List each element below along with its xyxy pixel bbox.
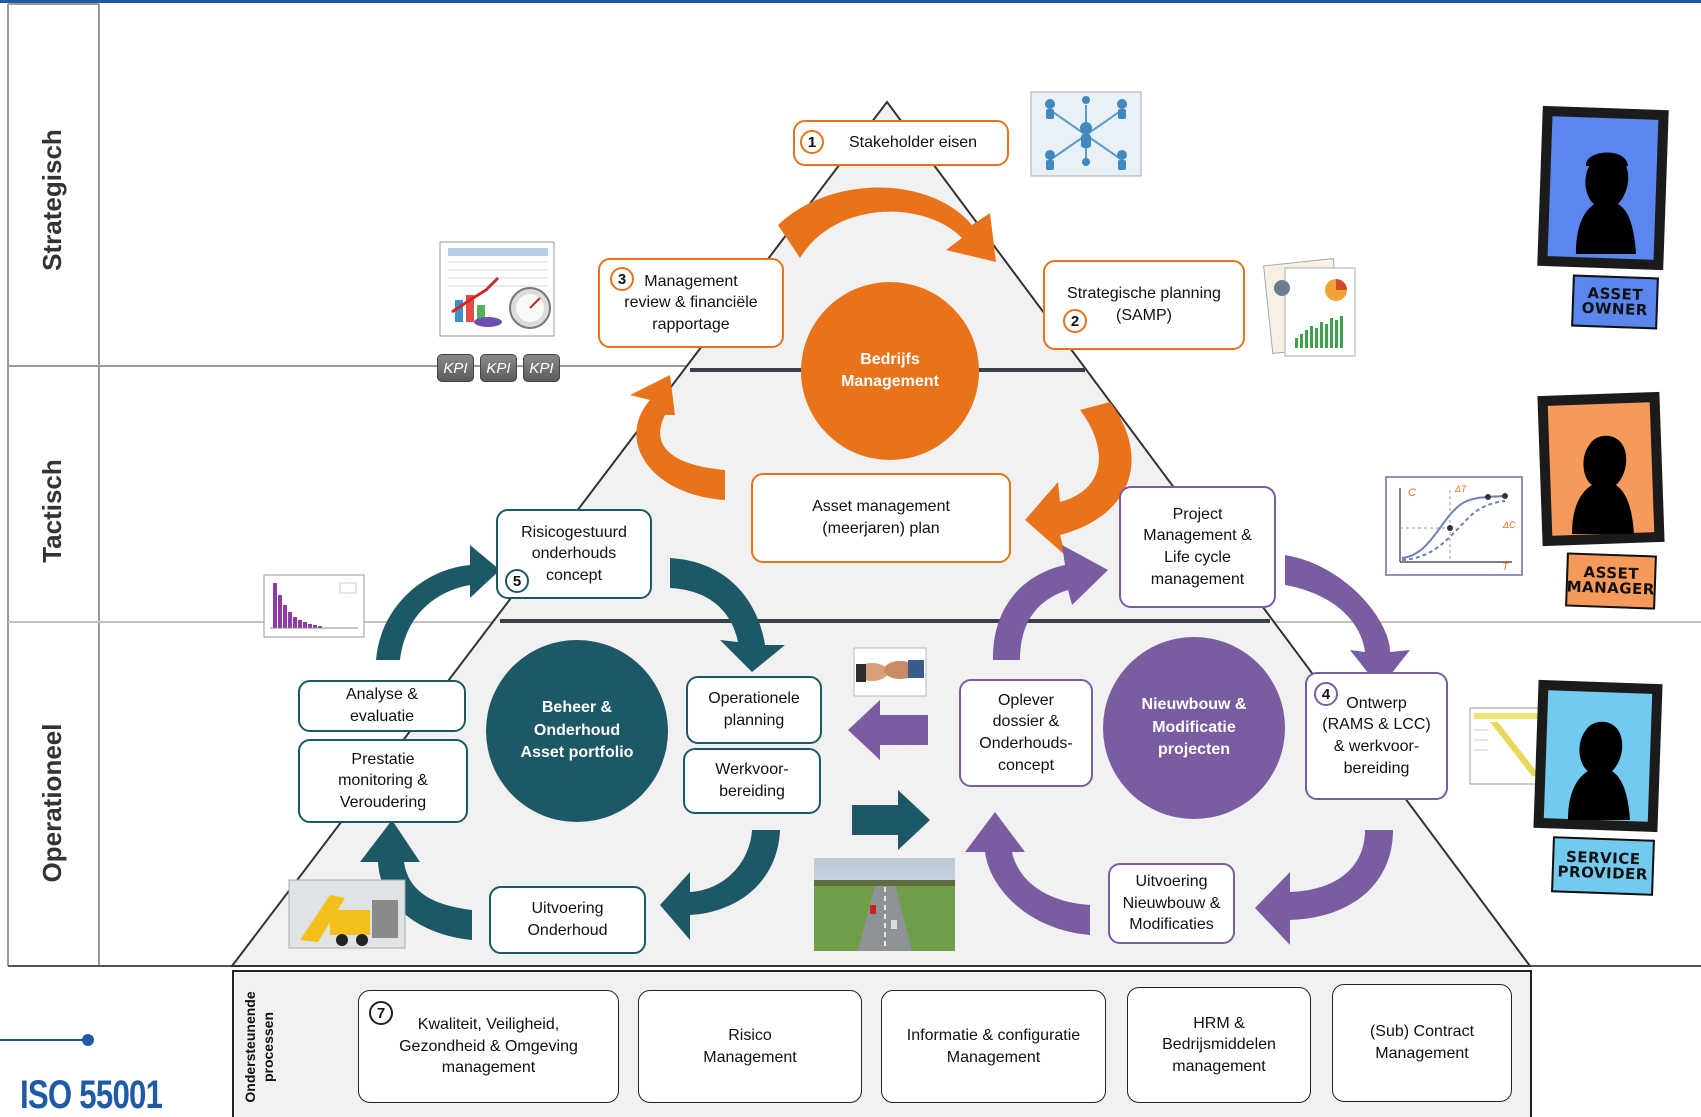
step-2-marker: 2: [1063, 309, 1087, 333]
handover-dossier-text: Oplever dossier & Onderhouds- concept: [979, 691, 1073, 774]
kpi-badge-3: KPI: [523, 354, 560, 382]
support-item-hrm: HRM & Bedrijsmiddelen management: [1127, 987, 1311, 1103]
planning-documents-picture: [1263, 258, 1356, 357]
new-build-execution-text: Uitvoering Nieuwbouw & Modificaties: [1122, 873, 1221, 934]
service-provider-role-label: SERVICE PROVIDER: [1551, 836, 1655, 896]
new-build-execution-box: Uitvoering Nieuwbouw & Modificaties: [1108, 863, 1235, 944]
business-management-circle: Bedrijfs Management: [801, 282, 979, 460]
am-plan-text: Asset management (meerjaren) plan: [812, 498, 950, 537]
support-item-hrm-text: HRM & Bedrijsmiddelen management: [1162, 1014, 1276, 1075]
stakeholder-box: Stakeholder eisen: [793, 120, 1009, 166]
top-accent-line: [0, 0, 1701, 3]
project-management-text: Project Management & Life cycle manageme…: [1143, 505, 1252, 588]
stakeholder-text: Stakeholder eisen: [848, 134, 978, 152]
kpi-badge-2: KPI: [480, 354, 517, 382]
chart-delta-t: ΔT: [1454, 484, 1468, 494]
design-text: Ontwerp (RAMS & LCC) & werkvoor- bereidi…: [1322, 694, 1431, 777]
orange-cycle-arrows: [630, 187, 1132, 555]
teal-cycle-arrows: [360, 545, 785, 940]
pareto-chart-picture: [263, 574, 365, 638]
maintenance-execution-box: Uitvoering Onderhoud: [489, 886, 646, 954]
step-4-marker: 4: [1314, 682, 1338, 706]
asset-manager-role-label: ASSET MANAGER: [1565, 552, 1657, 610]
kpi-badge-1: KPI: [437, 354, 474, 382]
chart-axis-t: T: [1502, 561, 1510, 573]
band-operational-label: Operationeel: [37, 723, 67, 883]
support-item-information: Informatie & configuratie Management: [881, 990, 1106, 1103]
support-item-risk: Risico Management: [638, 990, 862, 1103]
iso-accent-dot: [82, 1034, 94, 1046]
asset-manager-persona: ASSET MANAGER: [1536, 390, 1672, 620]
purple-cycle-arrows: [965, 545, 1410, 945]
asset-owner-persona: ASSET OWNER: [1536, 104, 1672, 334]
handshake-picture: [853, 647, 927, 697]
strategic-planning-text: Strategische planning (SAMP): [1067, 285, 1221, 324]
new-build-projects-circle: Nieuwbouw & Modificatie projecten: [1103, 637, 1285, 819]
asset-owner-portrait-icon: [1537, 105, 1669, 271]
management-review-text: Management review & financiële rapportag…: [624, 272, 758, 333]
step-3-marker: 3: [610, 267, 634, 291]
maintenance-machine-picture: [288, 879, 406, 949]
service-provider-persona: SERVICE PROVIDER: [1530, 678, 1670, 908]
asset-owner-role-label: ASSET OWNER: [1571, 274, 1659, 330]
chart-axis-c: C: [1408, 487, 1416, 499]
financial-report-picture: [439, 241, 555, 337]
lifecycle-chart-picture: [1385, 476, 1523, 576]
support-item-information-text: Informatie & configuratie Management: [906, 1026, 1081, 1066]
step-5-marker: 5: [505, 569, 529, 593]
band-tactical-label: Tactisch: [37, 459, 67, 563]
chart-delta-c: ΔC: [1502, 520, 1516, 530]
maintenance-portfolio-circle: Beheer & Onderhoud Asset portfolio: [486, 640, 668, 822]
step-1-marker: 1: [800, 130, 824, 154]
handover-dossier-box: Oplever dossier & Onderhouds- concept: [959, 679, 1093, 787]
operational-planning-box: Operationele planning: [686, 676, 822, 744]
transfer-arrows: [848, 700, 930, 850]
performance-monitoring-text: Prestatie monitoring & Veroudering: [338, 750, 428, 811]
performance-monitoring-box: Prestatie monitoring & Veroudering: [298, 739, 468, 823]
band-strategic-label: Strategisch: [37, 129, 67, 271]
am-plan-box: Asset management (meerjaren) plan: [751, 473, 1011, 563]
stakeholder-network-picture: [1030, 91, 1142, 177]
support-item-contract: (Sub) Contract Management: [1332, 984, 1512, 1102]
iso-standard-label: ISO 55001: [20, 1073, 163, 1117]
support-item-qhse: Kwaliteit, Veiligheid, Gezondheid & Omge…: [358, 990, 619, 1103]
risk-concept-text: Risicogestuurd onderhouds concept: [521, 523, 627, 584]
highway-picture: [814, 858, 955, 951]
asset-manager-portrait-icon: [1537, 391, 1665, 547]
work-preparation-text: Werkvoor- bereiding: [715, 761, 789, 800]
maintenance-execution-text: Uitvoering Onderhoud: [527, 900, 608, 939]
support-item-contract-text: (Sub) Contract Management: [1369, 1023, 1475, 1062]
gantt-picture: [1469, 707, 1549, 785]
support-processes-label: Ondersteunende processen: [242, 991, 277, 1103]
operational-planning-text: Operationele planning: [708, 690, 800, 729]
support-item-qhse-text: Kwaliteit, Veiligheid, Gezondheid & Omge…: [399, 1016, 578, 1077]
service-provider-portrait-icon: [1533, 679, 1663, 833]
analysis-text: Analyse & evaluatie: [345, 686, 419, 725]
step-7-marker: 7: [369, 1001, 393, 1025]
analysis-box: Analyse & evaluatie: [298, 680, 466, 732]
work-preparation-box: Werkvoor- bereiding: [683, 748, 821, 814]
support-item-risk-text: Risico Management: [703, 1026, 797, 1066]
strategic-planning-box: Strategische planning (SAMP): [1043, 260, 1245, 350]
project-management-box: Project Management & Life cycle manageme…: [1119, 486, 1276, 608]
